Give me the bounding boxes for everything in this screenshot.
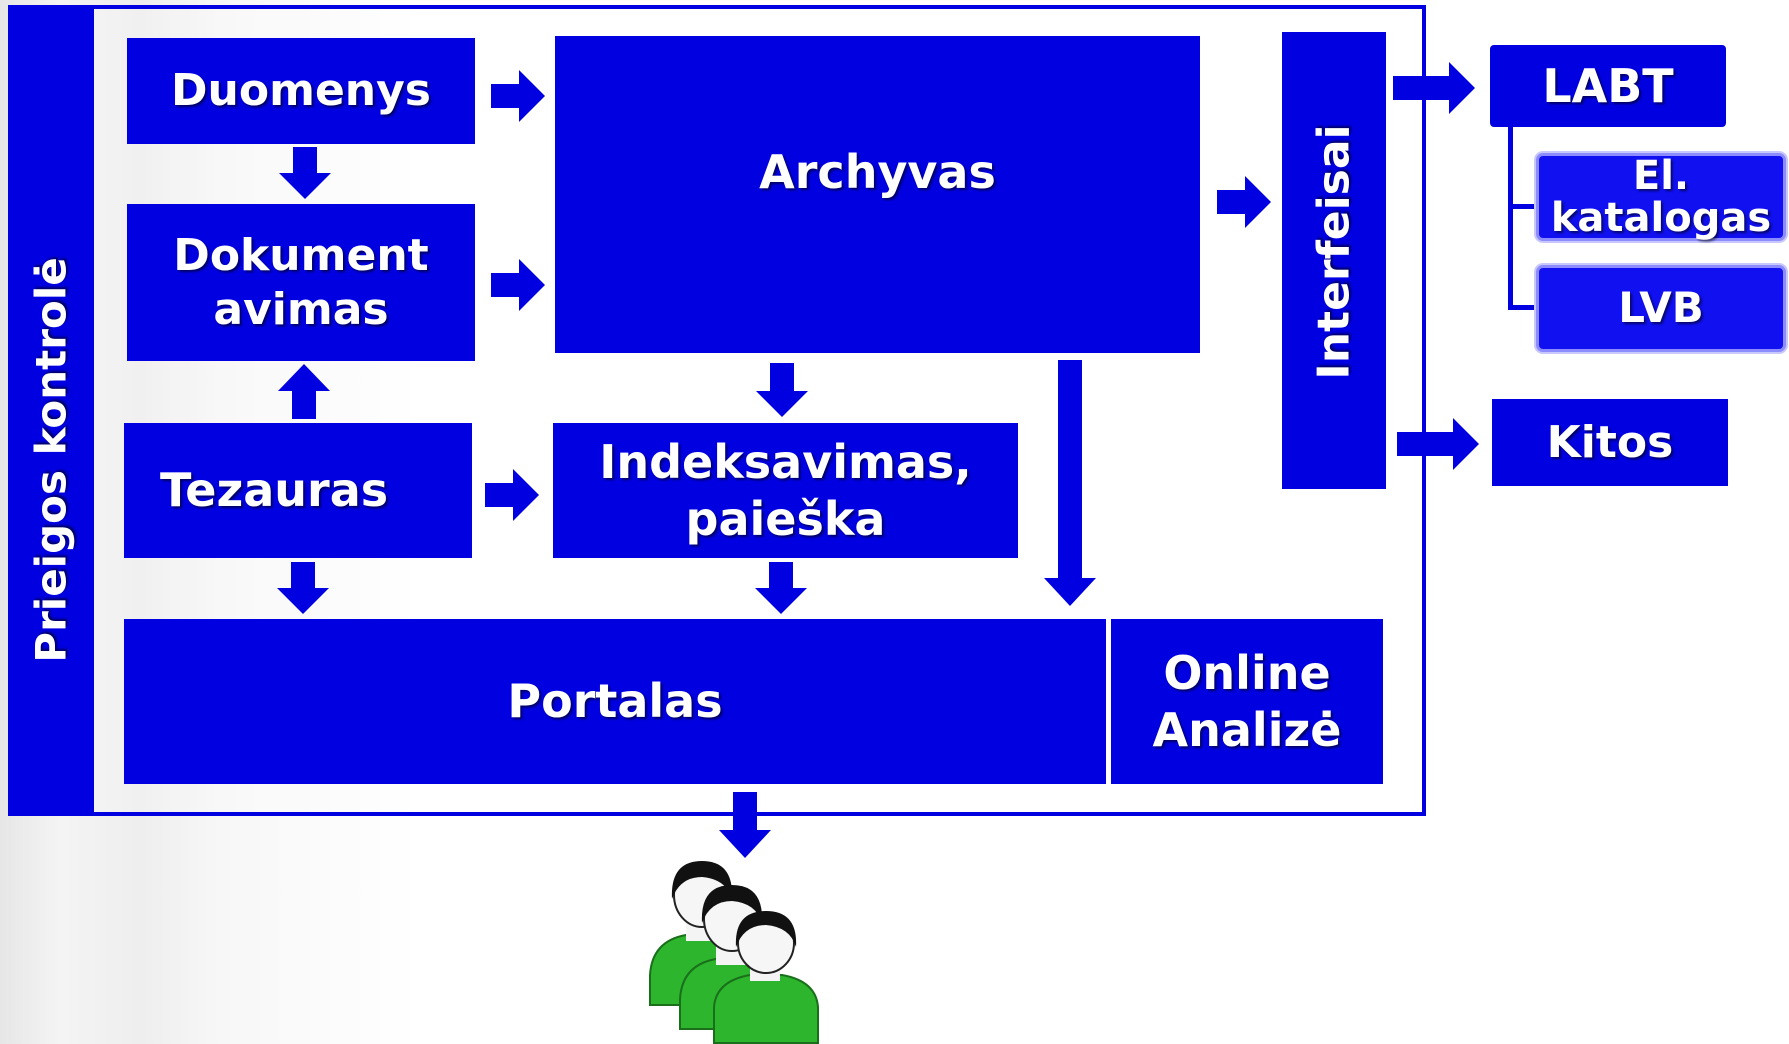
thesaurus-block: Tezauras — [124, 423, 472, 558]
data-block: Duomenys — [127, 38, 475, 144]
online-analysis-block: Online Analizė — [1111, 619, 1383, 784]
access-control-bar — [8, 5, 94, 816]
arrow-archive-to-interfaces — [1217, 176, 1271, 228]
lvb-label: LVB — [1618, 283, 1704, 333]
arrow-interfaces-to-labt — [1393, 62, 1475, 114]
documenting-label: Dokument avimas — [173, 229, 429, 335]
portal-block: Portalas — [124, 619, 1106, 784]
arrow-thesaurus-to-indexing — [485, 469, 539, 521]
arrow-documenting-to-archive — [491, 259, 545, 311]
archive-block: Archyvas — [555, 36, 1200, 353]
arrow-interfaces-to-other — [1397, 418, 1479, 470]
arrow-indexing-to-portal — [755, 562, 807, 614]
interfaces-label: Interfeisai — [1308, 124, 1360, 380]
thesaurus-label: Tezauras — [160, 463, 389, 518]
arrow-data-to-archive — [491, 70, 545, 122]
tree-connector-lvb — [1508, 305, 1538, 310]
arrow-portal-to-users — [719, 792, 771, 858]
lvb-block: LVB — [1536, 265, 1786, 352]
arrow-data-to-documenting — [279, 147, 331, 199]
labt-label: LABT — [1542, 58, 1674, 113]
data-label: Duomenys — [171, 65, 431, 117]
user-figure-front — [713, 911, 819, 1044]
documenting-block: Dokument avimas — [127, 204, 475, 361]
other-block: Kitos — [1492, 399, 1728, 486]
arrow-thesaurus-to-documenting — [278, 364, 330, 419]
arrow-thesaurus-to-portal — [277, 562, 329, 614]
el-catalog-block: El. katalogas — [1536, 153, 1786, 241]
online-analysis-label: Online Analizė — [1152, 646, 1342, 757]
arrow-archive-to-portal — [1044, 360, 1096, 606]
tree-connector-vertical — [1508, 127, 1513, 310]
archive-label: Archyvas — [759, 145, 996, 199]
interfaces-block — [1282, 32, 1386, 489]
tree-connector-el — [1508, 204, 1538, 209]
indexing-block: Indeksavimas, paieška — [553, 423, 1018, 558]
users-group-icon — [649, 861, 819, 1044]
portal-label: Portalas — [507, 674, 723, 729]
indexing-label: Indeksavimas, paieška — [599, 435, 972, 546]
access-control-label: Prieigos kontrolė — [26, 257, 76, 663]
arrow-archive-to-indexing — [756, 363, 808, 417]
labt-block: LABT — [1490, 45, 1726, 127]
other-label: Kitos — [1546, 416, 1674, 468]
el-catalog-label: El. katalogas — [1550, 153, 1772, 241]
